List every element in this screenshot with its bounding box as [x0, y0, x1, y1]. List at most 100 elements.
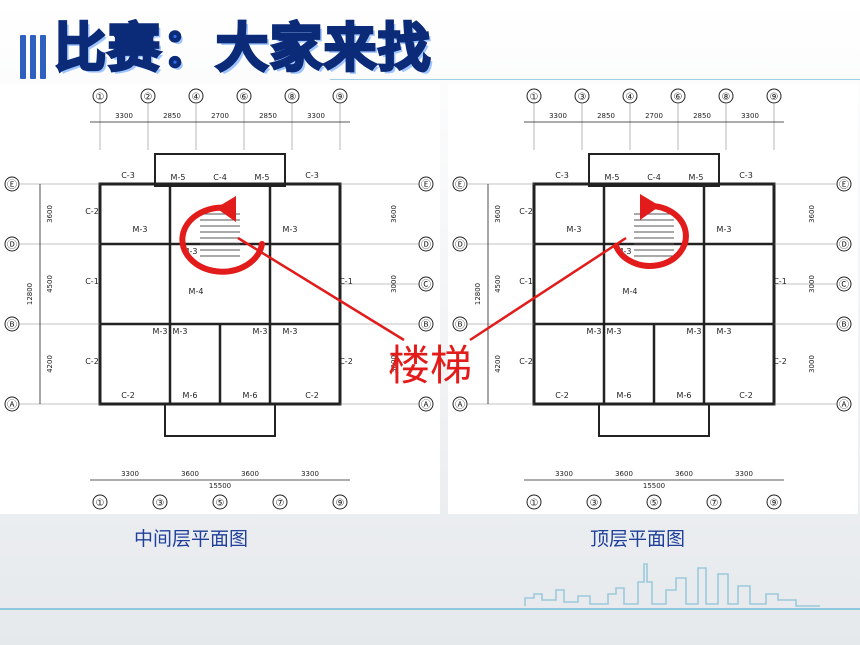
axis-marker-top [622, 88, 638, 104]
title-divider [330, 79, 860, 80]
dimension-bottom: 3600 [615, 470, 633, 478]
dimension-right: 3000 [808, 275, 816, 293]
dimension-left: 4500 [46, 275, 54, 293]
dimension-left-total: 12800 [26, 283, 34, 305]
room-label: C-2 [305, 391, 319, 400]
axis-label-left: Ⓓ [455, 239, 465, 251]
axis-label-right: Ⓔ [421, 179, 431, 191]
axis-label-left: Ⓓ [7, 239, 17, 251]
axis-marker-top [670, 88, 686, 104]
axis-label-bottom: ⑨ [770, 498, 779, 509]
dimension-bottom: 3300 [735, 470, 753, 478]
dimension-total: 15500 [643, 482, 665, 490]
dimension-top: 3300 [741, 112, 759, 120]
axis-label-bottom: ③ [156, 498, 165, 509]
room-label: M-3 [567, 225, 582, 234]
axis-label-left: Ⓔ [455, 179, 465, 191]
top-floor-caption: 顶层平面图 [590, 528, 686, 550]
room-label: C-3 [305, 171, 319, 180]
room-label: M-5 [605, 173, 620, 182]
dimension-bottom: 3600 [675, 470, 693, 478]
middle-floor-caption: 中间层平面图 [134, 528, 249, 550]
right-arrow-head [640, 194, 660, 220]
axis-label-top: ① [530, 92, 539, 103]
axis-label-bottom: ⑦ [276, 498, 285, 509]
axis-label-top: ⑨ [770, 92, 779, 103]
room-label: M-6 [677, 391, 692, 400]
room-label: M-6 [183, 391, 198, 400]
room-label: M-3 [283, 327, 298, 336]
axis-label-right: Ⓒ [421, 279, 431, 291]
dimension-total: 15500 [209, 482, 231, 490]
room-label: M-5 [171, 173, 186, 182]
axis-label-top: ⑨ [336, 92, 345, 103]
room-label: C-2 [739, 391, 753, 400]
dimension-top: 2700 [645, 112, 663, 120]
axis-label-right: Ⓐ [421, 399, 431, 411]
dimension-left: 4500 [494, 275, 502, 293]
axis-label-bottom: ⑦ [710, 498, 719, 509]
dimension-left: 4200 [46, 355, 54, 373]
axis-marker-bottom [766, 494, 782, 510]
room-label: C-2 [555, 391, 569, 400]
room-label: M-6 [243, 391, 258, 400]
axis-label-bottom: ③ [590, 498, 599, 509]
room-label: M-3 [717, 225, 732, 234]
room-label: C-2 [519, 357, 533, 366]
room-label: C-4 [213, 173, 227, 182]
axis-label-left: Ⓔ [7, 179, 17, 191]
axis-label-bottom: ① [96, 498, 105, 509]
room-label: M-5 [255, 173, 270, 182]
axis-label-top: ⑧ [722, 92, 731, 103]
room-label: M-3 [133, 225, 148, 234]
room-label: C-2 [85, 357, 99, 366]
axis-marker-bottom [152, 494, 168, 510]
axis-label-left: Ⓐ [7, 399, 17, 411]
room-label: C-2 [519, 207, 533, 216]
room-label: C-2 [339, 357, 353, 366]
axis-marker-top [284, 88, 300, 104]
room-label: M-3 [153, 327, 168, 336]
axis-marker-bottom [526, 494, 542, 510]
room-label: M-3 [253, 327, 268, 336]
axis-marker-top [188, 88, 204, 104]
room-label: M-3 [687, 327, 702, 336]
axis-marker-bottom [272, 494, 288, 510]
balcony-top [154, 153, 286, 187]
dimension-left: 4200 [494, 355, 502, 373]
dimension-right: 3000 [390, 355, 398, 373]
dimension-top: 3300 [115, 112, 133, 120]
room-label: M-3 [283, 225, 298, 234]
slide-title: 比赛：大家来找茬 [53, 18, 433, 147]
room-label: C-2 [85, 207, 99, 216]
axis-marker-bottom [586, 494, 602, 510]
dimension-right: 3000 [808, 355, 816, 373]
city-skyline-decoration [524, 563, 820, 607]
dimension-bottom: 3600 [241, 470, 259, 478]
axis-marker-top [332, 88, 348, 104]
axis-marker-bottom [332, 494, 348, 510]
axis-marker-top [526, 88, 542, 104]
axis-marker-bottom [92, 494, 108, 510]
axis-label-right: Ⓔ [839, 179, 849, 191]
dimension-top: 2850 [163, 112, 181, 120]
axis-label-right: Ⓑ [839, 319, 849, 331]
axis-marker-bottom [646, 494, 662, 510]
axis-label-left: Ⓐ [455, 399, 465, 411]
axis-label-left: Ⓑ [7, 319, 17, 331]
axis-label-top: ⑥ [240, 92, 249, 103]
dimension-top: 3300 [549, 112, 567, 120]
room-label: C-2 [121, 391, 135, 400]
dimension-top: 2850 [597, 112, 615, 120]
axis-label-top: ③ [578, 92, 587, 103]
room-label: M-3 [617, 247, 632, 256]
axis-marker-left [4, 176, 20, 192]
axis-label-top: ④ [192, 92, 201, 103]
left-pointer-line [237, 236, 405, 342]
room-label: C-1 [85, 277, 99, 286]
